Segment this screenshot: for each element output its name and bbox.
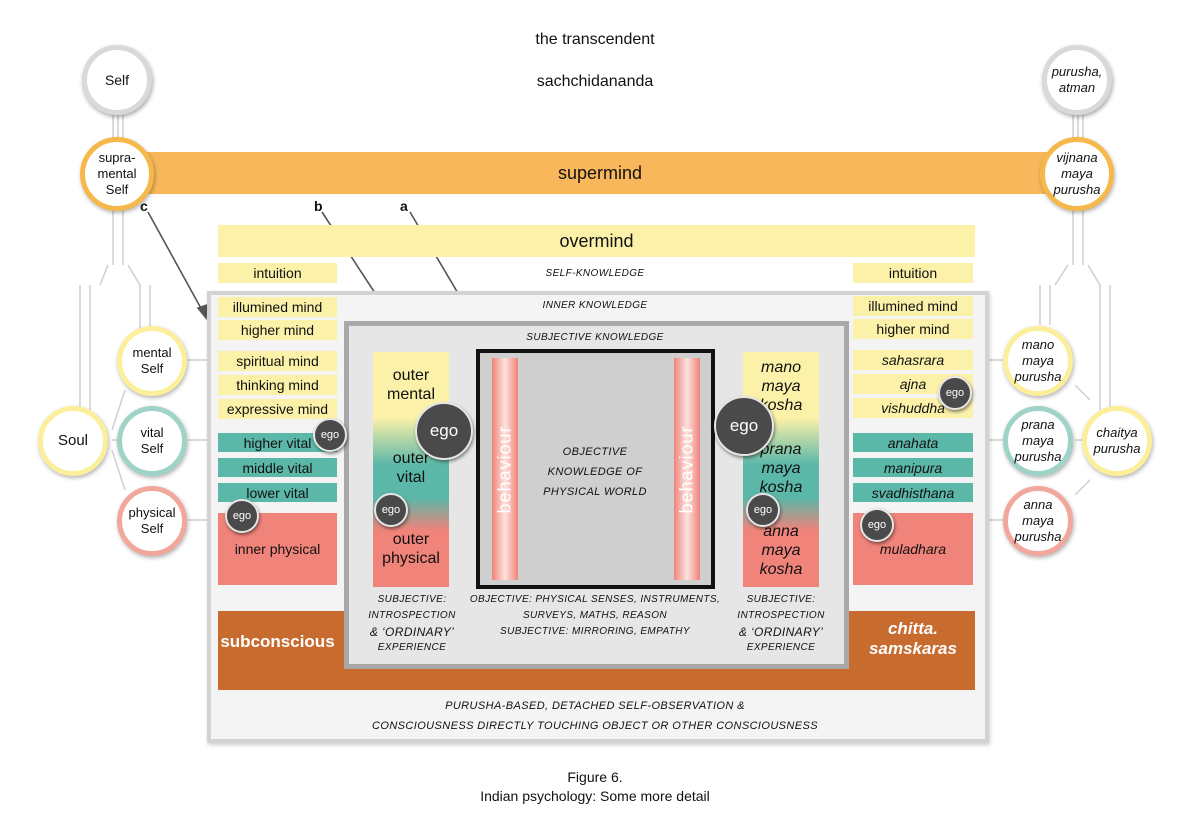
anna-purusha-label: anna maya purusha xyxy=(1014,497,1062,544)
self-circle: Self xyxy=(82,45,152,115)
figure-title: Indian psychology: Some more detail xyxy=(480,788,710,804)
left-expressive-mind: expressive mind xyxy=(218,399,337,419)
purusha-atman-label: purusha, atman xyxy=(1051,64,1103,95)
transcendent-label: the transcendent xyxy=(535,31,655,48)
physical-self-circle: physical Self xyxy=(117,486,187,556)
right-intuition: intuition xyxy=(853,263,973,283)
objective-knowledge-label: OBJECTIVE KNOWLEDGE OF PHYSICAL WORLD xyxy=(543,446,647,498)
supermind-band: supermind xyxy=(140,152,1060,194)
self-label: Self xyxy=(104,72,130,88)
marker-c: c xyxy=(140,198,148,214)
right-anahata: anahata xyxy=(853,433,973,452)
ego-ajna: ego xyxy=(938,376,972,410)
physical-self-label: physical Self xyxy=(128,505,176,536)
anna-purusha-circle: anna maya purusha xyxy=(1003,486,1073,556)
outer-mental-label: outer mental xyxy=(386,367,436,403)
right-illumined-mind: illumined mind xyxy=(853,296,973,316)
ego-lower-vital: ego xyxy=(225,499,259,533)
prana-kosha-label: prana maya kosha xyxy=(759,440,803,496)
sachchidananda-label: sachchidananda xyxy=(536,73,654,90)
soul-label: Soul xyxy=(57,432,89,449)
right-svadhisthana: svadhisthana xyxy=(853,483,973,502)
anna-kosha-label: anna maya kosha xyxy=(759,522,803,578)
left-lower-vital: lower vital xyxy=(218,483,337,502)
marker-b: b xyxy=(314,198,323,214)
left-subconscious: subconscious xyxy=(220,632,335,651)
subjective-left-line4: EXPERIENCE xyxy=(377,642,447,653)
left-higher-mind: higher mind xyxy=(218,320,337,340)
bottom-caption-line1: PURUSHA-BASED, DETACHED SELF-OBSERVATION… xyxy=(445,700,745,712)
behaviour-right-label: behaviour xyxy=(676,424,697,514)
right-manipura: manipura xyxy=(853,458,973,477)
outer-column xyxy=(373,352,449,587)
mental-self-circle: mental Self xyxy=(117,326,187,396)
mano-purusha-circle: mano maya purusha xyxy=(1003,326,1073,396)
left-higher-vital: higher vital xyxy=(218,433,337,452)
subjective-left-caption: SUBJECTIVE: INTROSPECTION & ‘ORDINARY’ E… xyxy=(352,592,472,656)
bottom-caption-line2: CONSCIOUSNESS DIRECTLY TOUCHING OBJECT O… xyxy=(372,720,818,732)
chaitya-purusha-label: chaitya purusha xyxy=(1093,425,1141,456)
supramental-self-circle: supra-mental Self xyxy=(80,137,154,211)
right-sahasrara: sahasrara xyxy=(853,350,973,370)
supramental-self-label: supra-mental Self xyxy=(97,150,137,197)
mental-self-label: mental Self xyxy=(132,345,172,376)
subjective-knowledge-label: SUBJECTIVE KNOWLEDGE xyxy=(526,332,664,343)
inner-knowledge-label: INNER KNOWLEDGE xyxy=(542,300,648,311)
vijnana-circle: vijnana maya purusha xyxy=(1040,137,1114,211)
subjective-left-line1: SUBJECTIVE: xyxy=(377,594,447,605)
vijnana-label: vijnana maya purusha xyxy=(1053,150,1101,197)
overmind-band: overmind xyxy=(218,225,975,257)
subjective-right-line2: INTROSPECTION xyxy=(737,610,825,621)
left-illumined-mind: illumined mind xyxy=(218,297,337,317)
prana-purusha-label: prana maya purusha xyxy=(1014,417,1062,464)
ego-outer-vital: ego xyxy=(374,493,408,527)
outer-physical-label: outer physical xyxy=(382,531,440,567)
vital-self-circle: vital Self xyxy=(117,406,187,476)
objective-caption: OBJECTIVE: PHYSICAL SENSES, INSTRUMENTS,… xyxy=(460,592,730,640)
objective-caption-line2: SURVEYS, MATHS, REASON xyxy=(522,610,667,621)
subjective-left-line3: & ‘ORDINARY’ xyxy=(369,625,455,639)
bottom-caption: PURUSHA-BASED, DETACHED SELF-OBSERVATION… xyxy=(300,696,890,736)
subjective-right-caption: SUBJECTIVE: INTROSPECTION & ‘ORDINARY’ E… xyxy=(721,592,841,656)
kosha-column xyxy=(743,352,819,587)
mano-purusha-label: mano maya purusha xyxy=(1014,337,1062,384)
supermind-label: supermind xyxy=(557,162,643,183)
ego-higher-vital: ego xyxy=(313,418,347,452)
outer-vital-label: outer vital xyxy=(392,450,430,486)
right-chitta: chitta. samskaras xyxy=(869,619,957,658)
mano-kosha-label: mano maya kosha xyxy=(759,358,803,414)
behaviour-left-label: behaviour xyxy=(494,424,515,514)
ego-prana-kosha: ego xyxy=(746,493,780,527)
soul-circle: Soul xyxy=(38,406,108,476)
ego-muladhara: ego xyxy=(860,508,894,542)
objective-caption-line3: SUBJECTIVE: MIRRORING, EMPATHY xyxy=(500,626,690,637)
objective-caption-line1: OBJECTIVE: PHYSICAL SENSES, INSTRUMENTS, xyxy=(469,594,721,605)
overmind-label: overmind xyxy=(559,230,634,251)
left-thinking-mind: thinking mind xyxy=(218,375,337,395)
left-spiritual-mind: spiritual mind xyxy=(218,351,337,371)
figure-number: Figure 6. xyxy=(567,769,623,785)
self-knowledge-label: SELF-KNOWLEDGE xyxy=(545,268,645,279)
left-inner-physical: inner physical xyxy=(218,513,337,585)
right-higher-mind: higher mind xyxy=(853,319,973,339)
marker-a: a xyxy=(400,198,408,214)
ego-kosha-large: ego xyxy=(714,396,774,456)
ego-outer-large: ego xyxy=(415,402,473,460)
prana-purusha-circle: prana maya purusha xyxy=(1003,406,1073,476)
vital-self-label: vital Self xyxy=(140,425,164,456)
subjective-right-line1: SUBJECTIVE: xyxy=(746,594,816,605)
behaviour-bar-right: behaviour xyxy=(674,358,700,580)
purusha-atman-circle: purusha, atman xyxy=(1042,45,1112,115)
left-intuition: intuition xyxy=(218,263,337,283)
subjective-right-line3: & ‘ORDINARY’ xyxy=(738,625,824,639)
subjective-left-line2: INTROSPECTION xyxy=(368,610,456,621)
right-muladhara: muladhara xyxy=(853,513,973,585)
subjective-right-line4: EXPERIENCE xyxy=(746,642,816,653)
left-middle-vital: middle vital xyxy=(218,458,337,477)
behaviour-bar-left: behaviour xyxy=(492,358,518,580)
chaitya-purusha-circle: chaitya purusha xyxy=(1082,406,1152,476)
